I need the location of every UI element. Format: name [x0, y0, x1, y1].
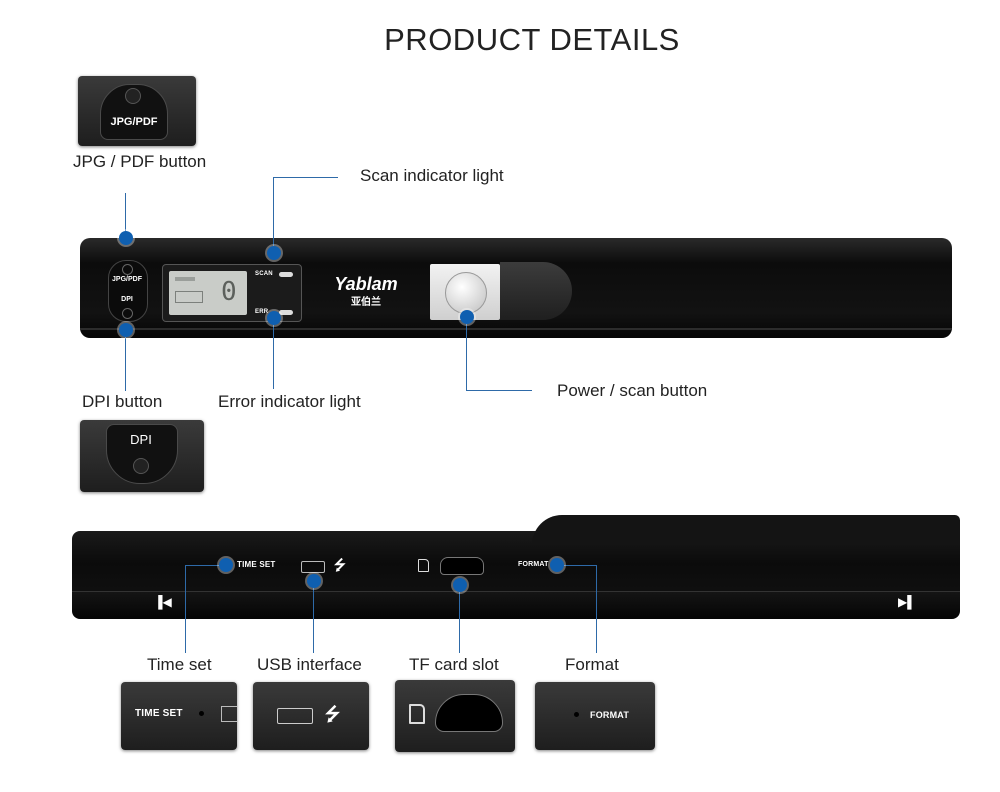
usb-port[interactable] — [301, 561, 325, 573]
dot-error-light — [267, 311, 281, 325]
lcd-digit: 0 — [221, 277, 237, 307]
dot-tf-slot — [453, 578, 467, 592]
dpi-key-icon — [133, 458, 149, 474]
format-print: FORMAT — [518, 561, 549, 568]
callout-power-scan: Power / scan button — [557, 381, 708, 400]
callout-jpg-pdf: JPG / PDF button — [73, 152, 207, 171]
callout-dpi: DPI button — [82, 392, 163, 411]
sd-card-icon — [418, 559, 429, 572]
dpi-key[interactable]: DPI — [113, 294, 141, 320]
dot-scan-light — [267, 246, 281, 260]
roller-cover — [500, 262, 572, 320]
usb-thumb-symbol: ⭍ — [325, 704, 341, 724]
dot-dpi — [119, 323, 133, 337]
display-panel: 0 SCAN ERR — [162, 264, 302, 322]
tf-card-slot[interactable] — [440, 557, 484, 575]
brand-name: Yablam — [334, 274, 398, 294]
scan-print: SCAN — [255, 271, 273, 277]
sd-card-thumb-icon — [409, 704, 425, 724]
format-thumb-text: FORMAT — [590, 710, 630, 720]
error-print: ERR — [255, 309, 269, 315]
jpg-pdf-thumb-text: JPG/PDF — [110, 116, 158, 128]
scanner-top-view: JPG/PDF DPI 0 SCAN ERR Yablam 亚伯兰 — [80, 238, 952, 338]
dot-jpg-pdf — [119, 231, 133, 245]
error-led — [279, 310, 293, 315]
callout-usb: USB interface — [257, 655, 362, 674]
dpi-thumbnail: DPI — [80, 420, 204, 492]
power-button-cap — [445, 272, 487, 314]
tf-slot-thumb-opening — [435, 694, 503, 732]
dot-usb — [307, 574, 321, 588]
tf-slot-thumbnail — [395, 680, 515, 752]
jpg-pdf-thumbnail: JPG/PDF — [78, 76, 196, 146]
dpi-thumb-text: DPI — [130, 432, 152, 447]
jpg-pdf-key-label: JPG/PDF — [112, 276, 142, 283]
dot-format — [550, 558, 564, 572]
format-thumbnail: FORMAT — [535, 682, 655, 750]
usb-port-icon — [277, 708, 313, 724]
callout-tf-slot: TF card slot — [409, 655, 499, 674]
dot-power-scan — [460, 310, 474, 324]
time-set-print: TIME SET — [237, 560, 276, 569]
page-title: PRODUCT DETAILS — [384, 22, 680, 57]
time-set-thumb-text: TIME SET — [135, 708, 183, 719]
jpg-pdf-key[interactable]: JPG/PDF — [112, 262, 142, 288]
callout-format: Format — [565, 655, 619, 674]
lcd-screen: 0 — [169, 271, 247, 315]
callout-time-set: Time set — [147, 655, 212, 674]
scanner-side-view: TIME SET ⭍ FORMAT ▐◀ ▶▌ — [72, 515, 960, 623]
scan-led — [279, 272, 293, 277]
brand-sub: 亚伯兰 — [351, 297, 381, 308]
usb-thumbnail: ⭍ — [253, 682, 369, 750]
brand-logo: Yablam 亚伯兰 — [326, 274, 406, 308]
dot-time-set — [219, 558, 233, 572]
usb-symbol: ⭍ — [334, 557, 346, 573]
jpg-pdf-key-icon — [125, 88, 141, 104]
callout-error-light: Error indicator light — [218, 392, 361, 411]
callout-scan-light: Scan indicator light — [360, 166, 504, 185]
time-set-thumbnail: TIME SET — [121, 682, 237, 750]
dpi-key-label: DPI — [121, 296, 133, 303]
